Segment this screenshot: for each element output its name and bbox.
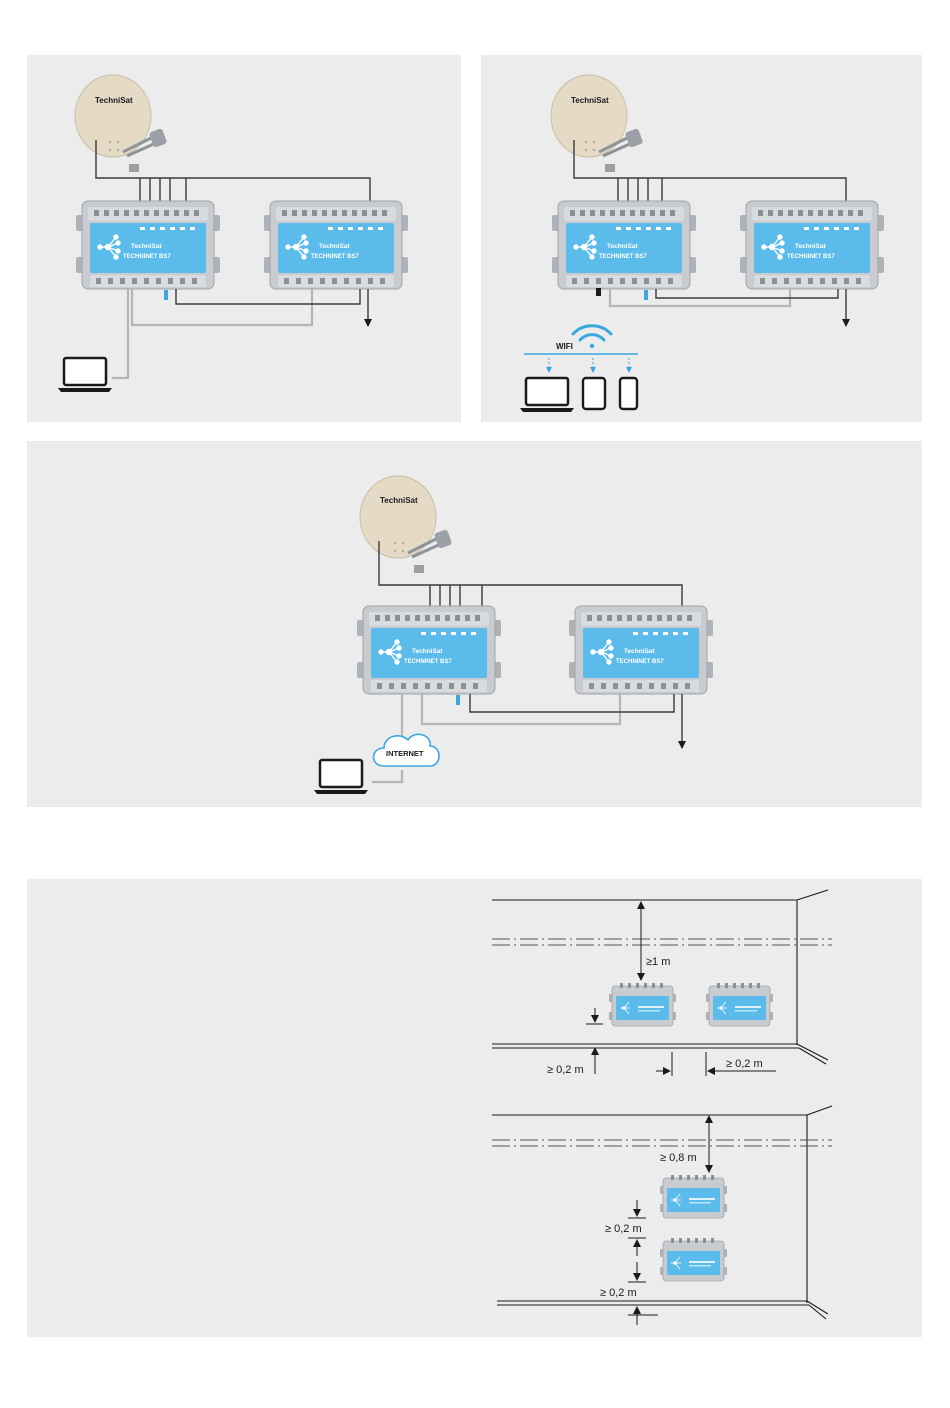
device-1-model: TECHNINET BS7	[404, 659, 452, 665]
satellite-dish-icon	[75, 75, 167, 172]
device-1-brand: TechniSat	[412, 648, 443, 655]
clearance-between-label: ≥ 0,2 m	[605, 1223, 642, 1235]
internet-label: INTERNET	[386, 749, 424, 758]
device-2-model: TECHNINET BS7	[787, 254, 835, 260]
clearance-bottom-vertical-label: ≥ 0,2 m	[600, 1287, 637, 1299]
wifi-label: WIFI	[556, 342, 573, 351]
wifi-diagram: TechniSat TechniSat TECHNINET BS7 Techni…	[520, 75, 884, 412]
laptop-icon	[520, 378, 574, 412]
wifi-icon	[573, 326, 611, 348]
clearance-side-label: ≥ 0,2 m	[726, 1058, 763, 1070]
laptop-icon	[58, 358, 112, 392]
clearance-top-label: ≥1 m	[646, 956, 670, 968]
lan-diagram: TechniSat TechniSat TECHNINET BS7 Techni…	[58, 75, 408, 392]
satellite-dish-icon	[360, 476, 452, 573]
device-1-brand: TechniSat	[607, 243, 638, 250]
device-left-icon	[609, 983, 676, 1026]
device-2-brand: TechniSat	[795, 243, 826, 250]
dish-brand-label: TechniSat	[571, 96, 609, 105]
laptop-icon	[314, 760, 368, 794]
device-1-brand: TechniSat	[131, 243, 162, 250]
internet-diagram: TechniSat TechniSat TECHNINET BS7 Techni…	[314, 476, 713, 794]
clearance-bottom-label: ≥ 0,2 m	[547, 1064, 584, 1076]
dish-brand-label: TechniSat	[95, 96, 133, 105]
device-2-model: TECHNINET BS7	[311, 254, 359, 260]
device-lower-icon	[660, 1238, 727, 1281]
device-upper-icon	[660, 1175, 727, 1218]
device-1-model: TECHNINET BS7	[123, 254, 171, 260]
device-1-model: TECHNINET BS7	[599, 254, 647, 260]
device-2-brand: TechniSat	[624, 648, 655, 655]
device-right-icon	[706, 983, 773, 1026]
vertical-mounting-drawing: ≥ 0,8 m ≥ 0,2 m ≥ 0,2 m	[492, 1106, 832, 1325]
device-2-brand: TechniSat	[319, 243, 350, 250]
horizontal-mounting-drawing: ≥1 m ≥ 0,2 m ≥ 0,2 m	[492, 890, 832, 1076]
dish-brand-label: TechniSat	[380, 496, 418, 505]
tablet-icon	[583, 378, 605, 409]
smartphone-icon	[620, 378, 637, 409]
satellite-dish-icon	[551, 75, 643, 172]
clearance-top-vertical-label: ≥ 0,8 m	[660, 1152, 697, 1164]
device-2-model: TECHNINET BS7	[616, 659, 664, 665]
